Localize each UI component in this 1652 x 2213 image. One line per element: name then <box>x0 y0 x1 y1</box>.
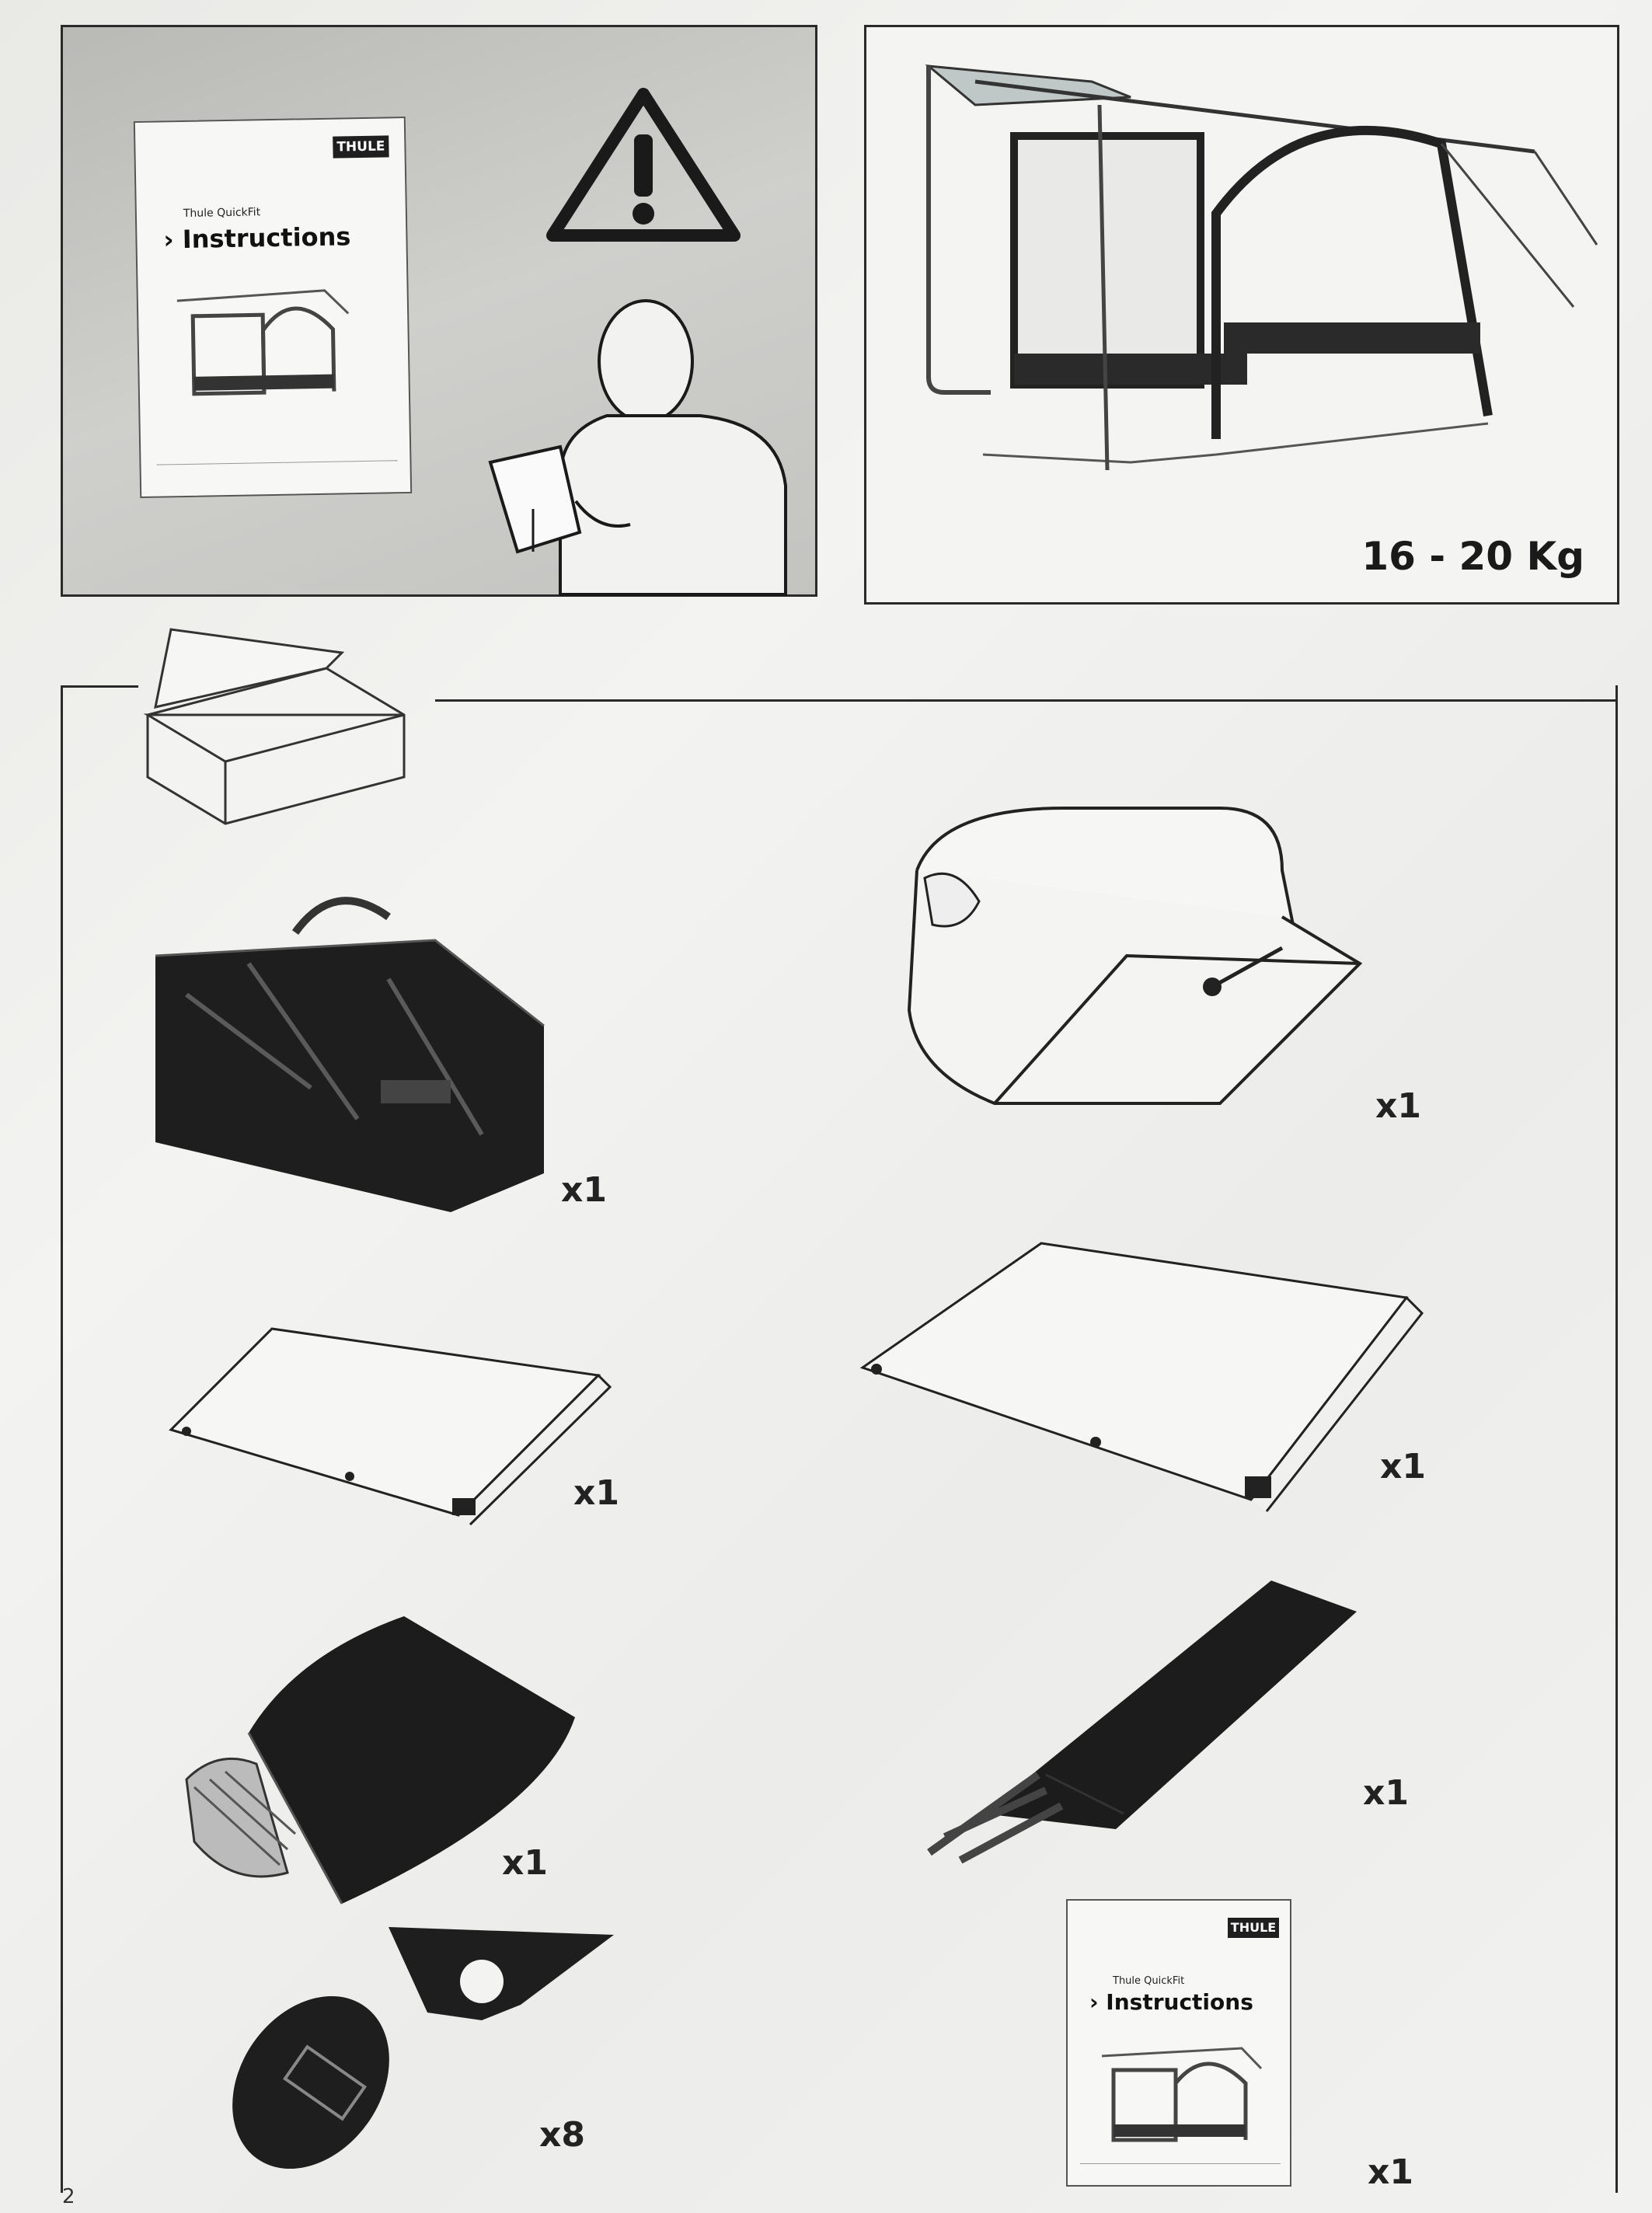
booklet-subtitle: Thule QuickFit <box>183 206 261 220</box>
assembled-awning-panel: 16 - 20 Kg <box>864 25 1619 605</box>
awning-thumbnail <box>176 289 350 396</box>
reading-instructions-panel: THULE Thule QuickFit › Instructions <box>61 25 817 597</box>
manual-awning-thumbnail <box>1101 2047 1263 2142</box>
manual-thule-logo: THULE <box>1228 1918 1279 1938</box>
pole-bag-qty: x1 <box>1363 1773 1409 1813</box>
rolled-awning-illustration <box>907 807 1363 1105</box>
thule-logo: THULE <box>333 135 389 159</box>
manual-qty: x1 <box>1368 2152 1413 2192</box>
manual-chevron-icon: › <box>1089 1989 1099 2015</box>
assembled-awning-illustration <box>925 64 1598 471</box>
contents-panel-top-right-border <box>435 699 1618 702</box>
fitting-parts-qty: x8 <box>539 2115 585 2155</box>
storage-bag-qty: x1 <box>561 1170 607 1210</box>
small-side-panel-illustration <box>169 1327 612 1526</box>
manual-booklet: THULE Thule QuickFit › Instructions <box>1066 1899 1291 2187</box>
large-side-panel-illustration <box>859 1242 1424 1512</box>
page-number: 2 <box>62 2185 75 2208</box>
contents-panel-border <box>61 685 1618 2193</box>
pole-bag-illustration <box>927 1580 1357 1864</box>
manual-subtitle: Thule QuickFit <box>1113 1975 1185 1987</box>
peg-bag-qty: x1 <box>502 1843 548 1883</box>
booklet-footer-lines <box>156 460 398 481</box>
open-box-icon <box>143 628 406 825</box>
manual-title-text: Instructions <box>1106 1989 1253 2015</box>
booklet-title: › Instructions <box>163 221 351 254</box>
peg-bag-illustration <box>185 1616 575 1905</box>
instructions-booklet: THULE Thule QuickFit › Instructions <box>133 116 413 499</box>
contents-panel-top-left-border <box>61 685 138 688</box>
booklet-title-text: Instructions <box>182 221 351 255</box>
manual-title: › Instructions <box>1089 1989 1253 2015</box>
weight-label: 16 - 20 Kg <box>1361 534 1584 579</box>
large-side-panel-qty: x1 <box>1380 1447 1426 1486</box>
warning-triangle-icon <box>546 88 741 242</box>
storage-bag-illustration <box>155 897 545 1212</box>
person-reading-illustration <box>488 299 787 596</box>
rolled-awning-qty: x1 <box>1375 1086 1421 1126</box>
small-side-panel-qty: x1 <box>573 1473 619 1513</box>
fitting-parts-illustration <box>232 1927 614 2169</box>
manual-footer-lines <box>1080 2163 1281 2175</box>
chevron-icon: › <box>163 225 174 255</box>
